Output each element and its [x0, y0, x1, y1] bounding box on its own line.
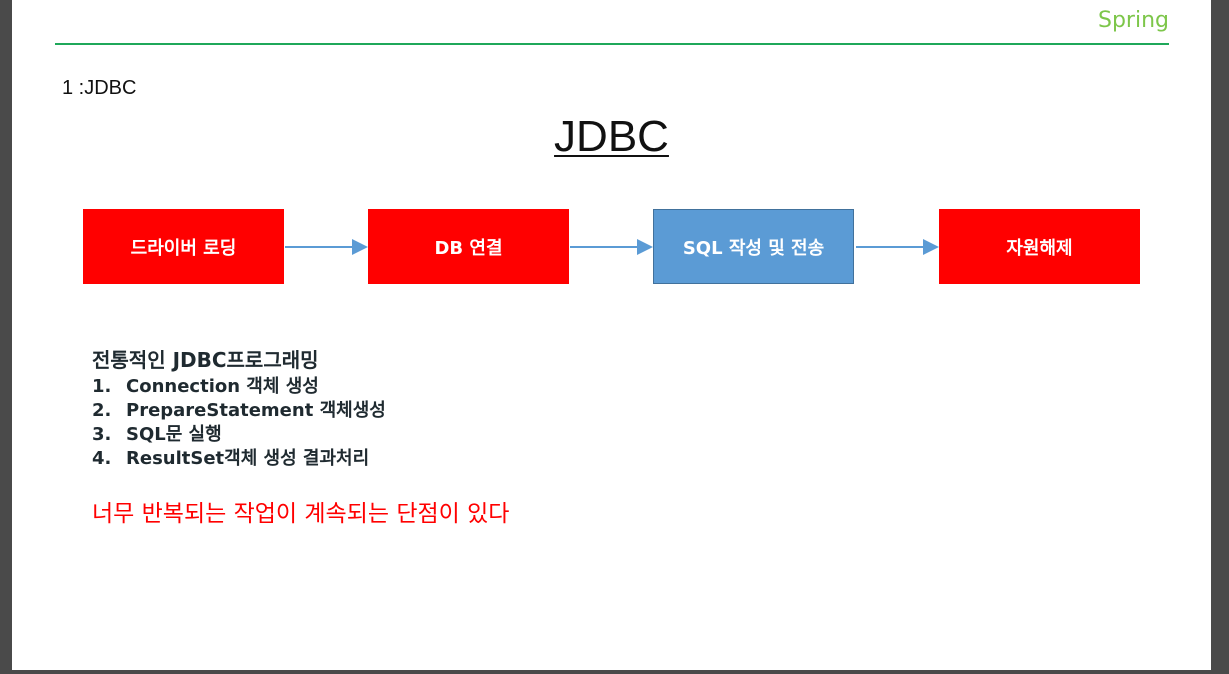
slide-page: Spring 1 :JDBC JDBC 드라이버 로딩 DB 연결 SQL 작성… [12, 0, 1211, 670]
list-item-text: SQL문 실행 [126, 424, 222, 445]
flow-step-db-connect: DB 연결 [368, 209, 569, 284]
list-item-text: PrepareStatement 객체생성 [126, 400, 386, 421]
section-label: 1 :JDBC [62, 77, 137, 99]
flow-arrows [285, 239, 939, 255]
flow-step-sql-send: SQL 작성 및 전송 [653, 209, 854, 284]
list-item: 2. PrepareStatement 객체생성 [92, 399, 386, 423]
list-item-text: ResultSet객체 생성 결과처리 [126, 448, 370, 469]
list-item: 3. SQL문 실행 [92, 423, 386, 447]
list-item-text: Connection 객체 생성 [126, 376, 319, 397]
flow-step-driver-loading: 드라이버 로딩 [83, 209, 284, 284]
flow-step-label: 드라이버 로딩 [130, 237, 237, 259]
list-item-number: 2. [92, 400, 112, 421]
list-item-number: 4. [92, 448, 112, 469]
flow-step-label: SQL 작성 및 전송 [682, 237, 825, 259]
list-item-number: 1. [92, 376, 112, 397]
list-item-number: 3. [92, 424, 112, 445]
list-item: 1. Connection 객체 생성 [92, 375, 386, 399]
page-title: JDBC [12, 112, 1211, 162]
list-item: 4. ResultSet객체 생성 결과처리 [92, 447, 386, 471]
flow-step-label: DB 연결 [434, 237, 503, 259]
flow-step-label: 자원해제 [1006, 237, 1073, 259]
jdbc-steps-list: 전통적인 JDBC프로그래밍 1. Connection 객체 생성 2. Pr… [92, 344, 386, 471]
page-title-text: JDBC [554, 112, 669, 161]
flow-step-resource-release: 자원해제 [939, 209, 1140, 284]
header-divider [55, 43, 1169, 45]
list-heading: 전통적인 JDBC프로그래밍 [92, 348, 319, 372]
header-label: Spring [1098, 8, 1169, 33]
drawback-note: 너무 반복되는 작업이 계속되는 단점이 있다 [92, 501, 510, 527]
